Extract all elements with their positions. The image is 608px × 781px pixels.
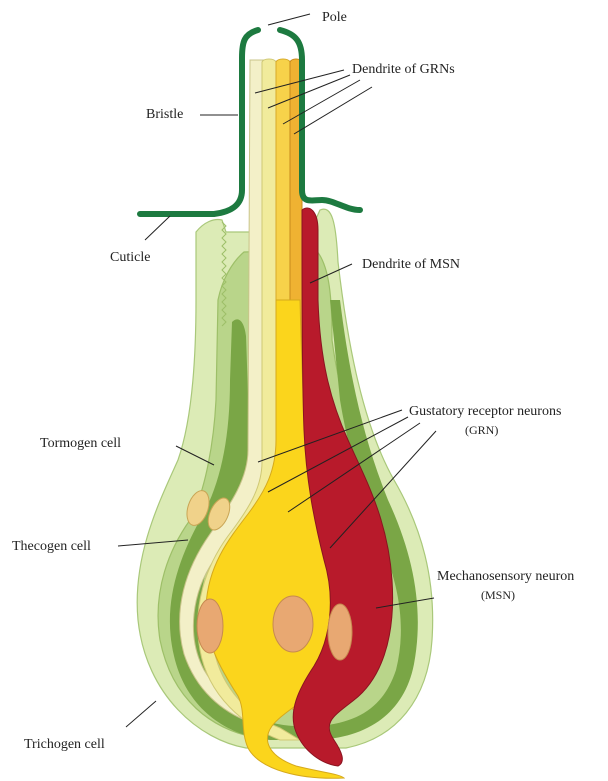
label-tormogen: Tormogen cell — [40, 436, 121, 451]
label-msn: Mechanosensory neuron — [437, 569, 574, 584]
label-dendrite-msn: Dendrite of MSN — [362, 257, 460, 272]
label-pole: Pole — [322, 10, 347, 25]
bristle — [140, 30, 258, 214]
leader-cuticle — [145, 216, 170, 240]
label-cuticle: Cuticle — [110, 250, 150, 265]
grn-nucleus-left — [197, 599, 223, 653]
label-trichogen: Trichogen cell — [24, 737, 105, 752]
label-bristle: Bristle — [146, 107, 183, 122]
label-grn: Gustatory receptor neurons — [409, 404, 561, 419]
label-grn-abbrev: (GRN) — [465, 423, 498, 437]
msn-nucleus — [328, 604, 352, 660]
label-msn-abbrev: (MSN) — [481, 588, 515, 602]
label-dendrite-grns: Dendrite of GRNs — [352, 62, 455, 77]
leader-pole — [268, 14, 310, 25]
leader-trichogen — [126, 701, 156, 727]
grn-nucleus-main — [273, 596, 313, 652]
label-thecogen: Thecogen cell — [12, 539, 91, 554]
